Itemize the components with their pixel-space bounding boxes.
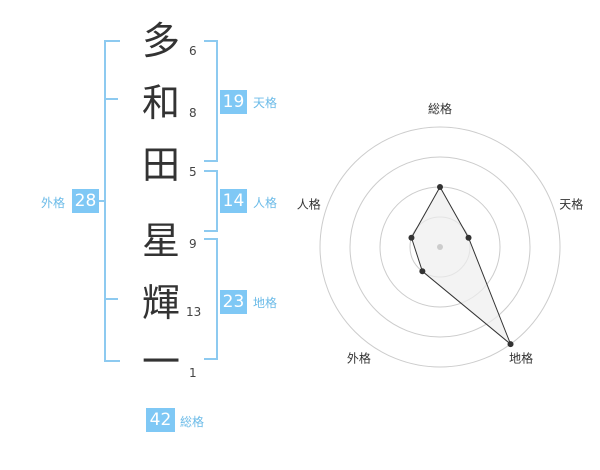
tenkaku-label: 天格 (253, 96, 278, 110)
radar-data-point (408, 234, 415, 241)
stroke-count-4: 9 (189, 237, 197, 251)
tenkaku-score: 19 (220, 90, 247, 114)
radar-axis-label: 総格 (428, 101, 452, 116)
name-char-4: 星 (141, 219, 180, 263)
radar-center-point (437, 244, 443, 250)
name-char-2: 和 (141, 81, 180, 125)
radar-grid-ring (319, 126, 561, 368)
gaikaku-bracket (104, 40, 120, 362)
radar-data-point (419, 268, 426, 275)
radar-data-point (507, 341, 514, 348)
tenkaku-bracket (204, 40, 218, 162)
chikaku-label: 地格 (253, 296, 278, 310)
radar-axis-label: 地格 (509, 351, 533, 366)
gaikaku-score: 28 (72, 189, 99, 213)
gaikaku-bracket-tick (104, 298, 118, 300)
radar-data-point (437, 184, 443, 190)
gaikaku-label: 外格 (41, 196, 66, 210)
jinkaku-score: 14 (220, 189, 247, 213)
radar-axis-label: 人格 (297, 196, 321, 211)
stroke-count-3: 5 (189, 165, 197, 179)
name-char-5: 輝 (141, 281, 180, 325)
soukaku-label: 総格 (180, 415, 205, 429)
jinkaku-label: 人格 (253, 196, 278, 210)
radar-grid-ring (349, 156, 531, 338)
gaikaku-bracket-tick (104, 98, 118, 100)
stroke-count-6: 1 (189, 366, 197, 380)
name-char-3: 田 (141, 143, 180, 187)
stroke-count-1: 6 (189, 44, 197, 58)
soukaku-score: 42 (146, 408, 175, 432)
jinkaku-bracket (204, 170, 218, 232)
gaikaku-connector (94, 200, 104, 202)
chikaku-score: 23 (220, 290, 247, 314)
name-char-1: 多 (141, 19, 180, 63)
name-char-6: 一 (141, 340, 180, 384)
radar-data-point (465, 234, 472, 241)
radar-data-area (410, 185, 511, 345)
chikaku-bracket (204, 238, 218, 360)
stroke-count-5: 13 (186, 305, 202, 319)
stroke-count-2: 8 (189, 106, 197, 120)
radar-axis-label: 天格 (559, 196, 583, 211)
radar-axis-label: 外格 (347, 351, 371, 366)
